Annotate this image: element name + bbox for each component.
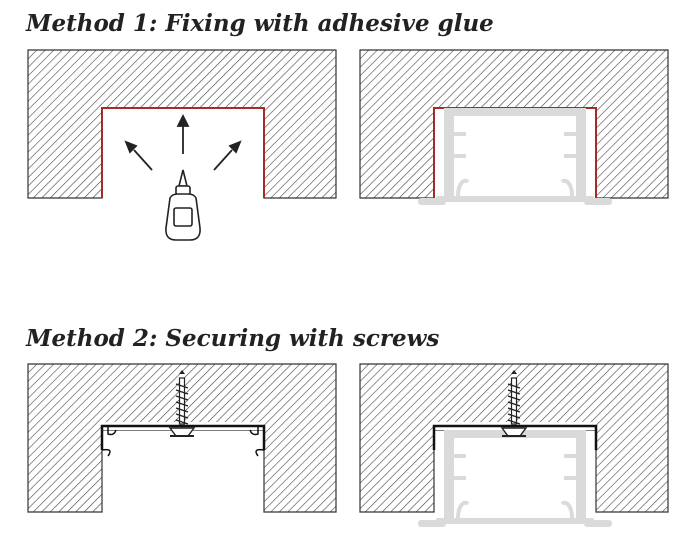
glue-bottle-icon <box>165 169 201 241</box>
panel-glued-profile <box>359 49 669 207</box>
arrow-icon <box>124 113 242 171</box>
panel-screw-profile <box>27 363 337 513</box>
method-2-title: Method 2: Securing with screws <box>26 325 440 352</box>
panel-glue-application <box>27 49 337 241</box>
method-1-title: Method 1: Fixing with adhesive glue <box>26 10 494 37</box>
panel-screwed-profile-with-cover <box>359 363 669 529</box>
